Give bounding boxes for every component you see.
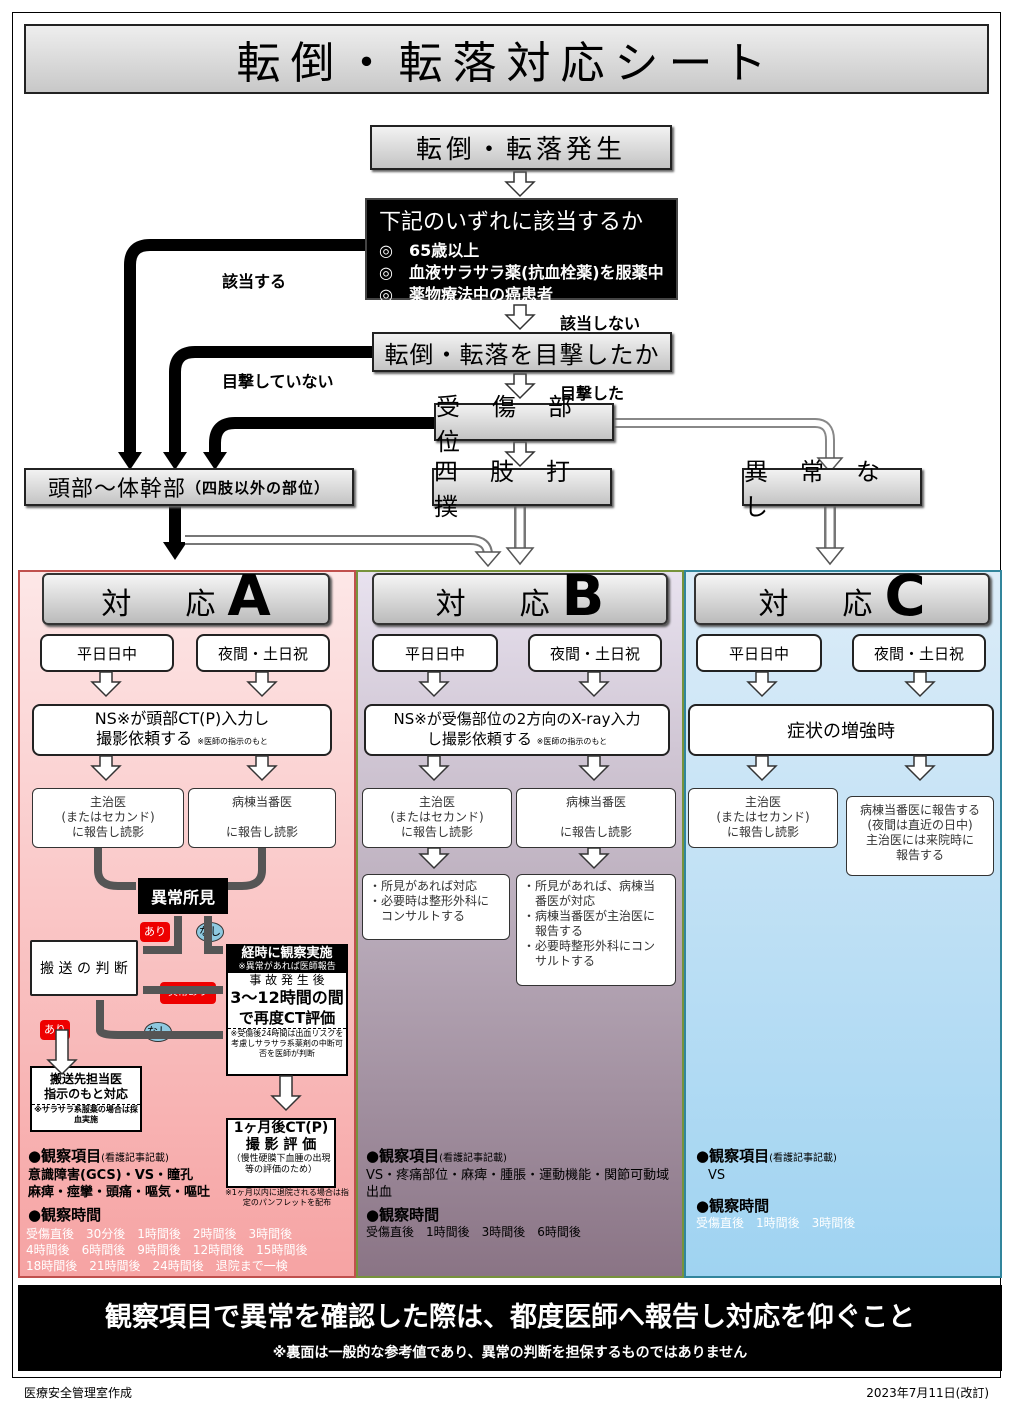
a-transport-note: ※サラサラ系服薬の場合は採血実施 <box>32 1104 140 1125</box>
head-trunk-note: （四肢以外の部位） <box>186 478 331 497</box>
a-observation: ●観察項目(看護記事記載) 意識障害(GCS)・VS・瞳孔 麻痺・痙攣・頭痛・嘔… <box>28 1148 228 1224</box>
label-not-applicable: 該当しない <box>560 314 641 333</box>
response-c-prefix: 対 応 <box>758 587 885 622</box>
risk-item: ◎ 薬物療法中の癌患者 <box>379 285 553 304</box>
response-c-letter: C <box>884 564 926 629</box>
b-obs-title: ●観察項目 <box>366 1147 440 1165</box>
a-month-line2: 撮 影 評 価 <box>245 1137 317 1153</box>
response-b-prefix: 対 応 <box>435 587 562 622</box>
response-c-panel <box>684 570 1002 1278</box>
b-xray-line1: NS※が受傷部位の2方向のX-ray入力 <box>393 709 641 728</box>
c-duty-box: 病棟当番医に報告する (夜間は直近の日中) 主治医には来院時に 報告する <box>846 796 994 876</box>
b-night-box: 夜間・土日祝 <box>528 634 662 672</box>
b-observation: ●観察項目(看護記事記載) VS・疼痛部位・麻痺・腫脹・運動機能・関節可動域 出… <box>366 1148 686 1241</box>
b-obs-items: VS・疼痛部位・麻痺・腫脹・運動機能・関節可動域 出血 <box>366 1168 670 1200</box>
c-time-title: ●観察時間 <box>696 1197 770 1215</box>
risk-check-title: 下記のいずれに該当するか <box>379 210 644 235</box>
response-b-letter: B <box>561 564 605 629</box>
a-month-line1: 1ヶ月後CT(P) <box>233 1120 329 1136</box>
no-abnormal-box: 異 常 な し <box>742 458 922 521</box>
revision-date: 2023年7月11日(改訂) <box>866 1386 989 1400</box>
a-duty-box: 病棟当番医 に報告し読影 <box>188 788 336 848</box>
a-arrows <box>46 671 302 1112</box>
label-not-witnessed: 目撃していない <box>222 372 334 391</box>
injury-site-box: 受 傷 部 位 <box>434 393 614 456</box>
a-ct-request-box: NS※が頭部CT(P)入力し 撮影依頼する ※医師の指示のもと <box>32 704 332 756</box>
author-label: 医療安全管理室作成 <box>24 1386 133 1400</box>
a-transport-box: 搬 送 の 判 断 <box>30 940 138 996</box>
a-reCT-line3: で再度CT評価 <box>238 1009 336 1027</box>
a-time-title: ●観察時間 <box>28 1206 102 1224</box>
risk-item: ◎ 血液サラサラ薬(抗血栓薬)を服薬中 <box>379 263 664 282</box>
b-attending-box: 主治医 (またはセカンド) に報告し読影 <box>362 788 512 848</box>
b-xray-note: ※医師の指示のもと <box>536 736 608 746</box>
a-yes-badge: あり <box>140 922 170 942</box>
arrow-down-icon <box>118 452 142 470</box>
witness-box: 転倒・転落を目撃したか <box>372 332 672 372</box>
warning-main: 観察項目で異常を確認した際は、都度医師へ報告し対応を仰ぐこと <box>105 1302 915 1333</box>
c-obs-title: ●観察項目 <box>696 1147 770 1165</box>
b-xray-request-box: NS※が受傷部位の2方向のX-ray入力 し撮影依頼する ※医師の指示のもと <box>364 704 670 756</box>
a-attending-box: 主治医 (またはセカンド) に報告し読影 <box>32 788 184 848</box>
a-abnormal-finding: 異常所見 <box>138 878 228 914</box>
a-transport-doctor-box: 搬送先担当医 指示のもと対応 ※サラサラ系服薬の場合は採血実施 <box>30 1066 142 1132</box>
c-obs-items: VS <box>708 1168 726 1183</box>
c-arrows <box>746 671 936 782</box>
a-recheck-box: 経時に観察実施 ※異常があれば医師報告 事 故 発 生 後 3〜12時間の間 で… <box>226 944 348 1076</box>
risk-item: ◎ 65歳以上 <box>379 241 480 260</box>
b-right-note: ・所見があれば、病棟当 番医が対応 ・病棟当番医が主治医に 報告する ・必要時整… <box>516 874 676 986</box>
a-transport-doc-text: 搬送先担当医 指示のもと対応 <box>44 1072 128 1101</box>
start-box: 転倒・転落発生 <box>370 125 672 170</box>
a-observe-title: 経時に観察実施 <box>228 946 346 962</box>
head-trunk-label: 頭部〜体幹部 <box>47 477 186 502</box>
a-month-line3: （慢性硬膜下血腫の出現等の評価のため） <box>231 1154 331 1175</box>
c-attending-box: 主治医 (またはセカンド) に報告し読影 <box>688 788 838 848</box>
limbs-box: 四 肢 打 撲 <box>432 458 612 521</box>
b-times: 受傷直後 1時間後 3時間後 6時間後 <box>366 1225 581 1239</box>
c-observation: ●観察項目(看護記事記載) VS ●観察時間 受傷直後 1時間後 3時間後 <box>696 1148 996 1232</box>
b-xray-line2: し撮影依頼する <box>426 729 532 748</box>
page-title: 転倒・転落対応シート <box>24 24 989 94</box>
b-obs-note: (看護記事記載) <box>439 1153 507 1164</box>
a-obs-items: 意識障害(GCS)・VS・瞳孔 麻痺・痙攣・頭痛・嘔気・嘔吐 <box>28 1168 211 1200</box>
risk-check-box: 下記のいずれに該当するか ◎ 65歳以上 ◎ 血液サラサラ薬(抗血栓薬)を服薬中… <box>365 198 678 304</box>
b-arrows <box>418 671 610 870</box>
a-weekday-box: 平日日中 <box>40 634 174 672</box>
c-times: 受傷直後 1時間後 3時間後 <box>696 1216 856 1230</box>
a-obs-note: (看護記事記載) <box>101 1153 169 1164</box>
a-times: 受傷直後 30分後 1時間後 2時間後 3時間後 4時間後 6時間後 9時間後 … <box>26 1227 308 1273</box>
warning-sub: ※裏面は一般的な参考値であり、異常の判断を担保するものではありません <box>272 1345 748 1361</box>
a-ct-line1: NS※が頭部CT(P)入力し <box>94 708 270 728</box>
a-reCT-line1: 事 故 発 生 後 <box>249 973 325 987</box>
b-weekday-box: 平日日中 <box>372 634 498 672</box>
a-ct-line2: 撮影依頼する <box>96 728 193 748</box>
c-symptom-box: 症状の増強時 <box>688 704 994 756</box>
a-month-note: ※1ヶ月以内に退院される場合は指定のパンフレットを配布 <box>225 1188 349 1207</box>
a-reCT-note: ※受傷後24時間は出血リスクを考慮しサラサラ系薬剤の中断可否を医師が判断 <box>228 1028 346 1059</box>
a-month-ct-box: 1ヶ月後CT(P) 撮 影 評 価 （慢性硬膜下血腫の出現等の評価のため） <box>226 1118 336 1188</box>
c-obs-note: (看護記事記載) <box>769 1153 837 1164</box>
response-a-prefix: 対 応 <box>101 587 228 622</box>
a-reCT-line2: 3〜12時間の間 <box>230 988 344 1007</box>
a-observe-sub: ※異常があれば医師報告 <box>228 962 346 973</box>
head-trunk-box: 頭部〜体幹部（四肢以外の部位） <box>24 468 354 506</box>
b-left-note: ・所見があれば対応 ・必要時は整形外科に コンサルトする <box>362 874 510 940</box>
flow-connectors <box>118 171 845 568</box>
a-ct-note: ※医師の指示のもと <box>197 736 268 746</box>
label-witnessed: 目撃した <box>560 384 625 403</box>
a-night-box: 夜間・土日祝 <box>196 634 330 672</box>
c-weekday-box: 平日日中 <box>696 634 822 672</box>
a-obs-title: ●観察項目 <box>28 1147 102 1165</box>
c-night-box: 夜間・土日祝 <box>852 634 986 672</box>
response-a-letter: A <box>227 564 271 629</box>
b-time-title: ●観察時間 <box>366 1206 440 1224</box>
label-applicable: 該当する <box>222 272 287 291</box>
warning-banner: 観察項目で異常を確認した際は、都度医師へ報告し対応を仰ぐこと ※裏面は一般的な参… <box>18 1285 1002 1371</box>
